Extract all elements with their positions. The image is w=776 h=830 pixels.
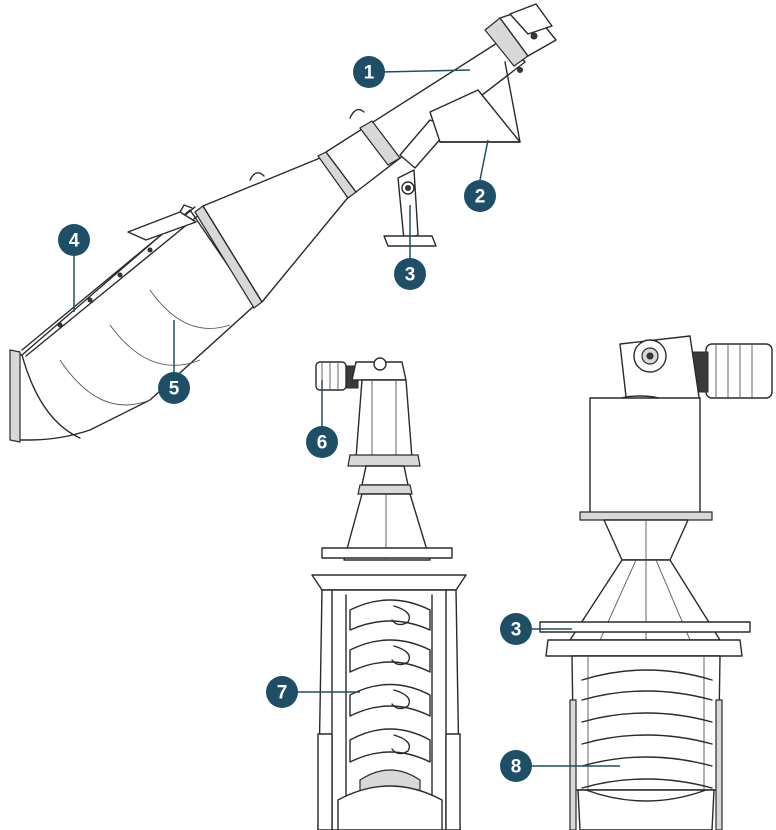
trough-flange-bolts [57,247,153,328]
callout-3-side: 3 [394,258,426,290]
leader-lines [73,69,620,767]
callout-3-end: 3 [500,613,532,645]
svg-text:3: 3 [405,265,416,286]
svg-text:3: 3 [511,620,522,641]
side-view [9,3,557,443]
svg-text:8: 8 [511,757,522,778]
svg-text:5: 5 [169,379,180,400]
motor-end [687,343,773,399]
svg-text:7: 7 [277,683,288,704]
callout-5: 5 [158,372,190,404]
support-beam-end [539,621,751,657]
upper-tube-front [355,379,413,459]
callout-8: 8 [500,750,532,782]
conveyor-tube [325,37,526,193]
end-view [539,335,773,830]
support-leg-side [383,169,437,247]
callout-7: 7 [266,676,298,708]
svg-text:4: 4 [69,231,80,252]
screw-flights-end [581,669,713,789]
callout-4: 4 [58,224,90,256]
callout-1: 1 [353,56,385,88]
front-view [311,357,467,830]
drive-housing-end [589,397,701,516]
svg-text:2: 2 [475,187,486,208]
drive-head-side [484,3,557,73]
lifting-lug [349,108,365,119]
callout-2: 2 [464,180,496,212]
inlet-end-plate [9,349,21,443]
svg-text:6: 6 [317,433,328,454]
transition-cone-front [343,493,431,561]
svg-text:1: 1 [364,63,375,84]
callout-6: 6 [306,426,338,458]
